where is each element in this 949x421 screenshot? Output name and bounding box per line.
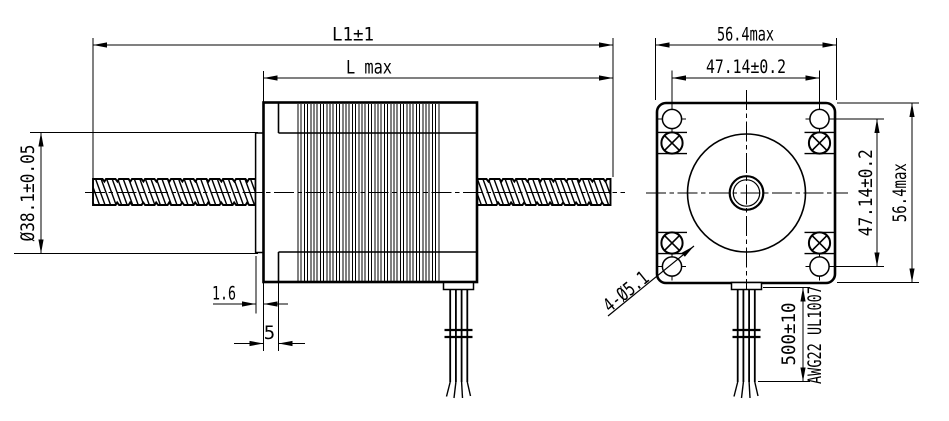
dim-hole-spacing-vertical: 47.14±0.2	[855, 119, 880, 267]
dim-body-length: L max	[262, 57, 613, 103]
dim-overall-length: L1±1	[92, 24, 614, 178]
dim-text: 56.4max	[717, 24, 774, 46]
dim-boss-diameter: Ø38.1±0.05	[14, 131, 258, 255]
dim-text: 1.6	[212, 283, 236, 305]
assembly-screws	[657, 131, 835, 255]
dim-text: 4-Ø5.1	[599, 267, 653, 317]
dim-text: 47.14±0.2	[855, 149, 877, 236]
dim-hole-spacing-horizontal: 47.14±0.2	[672, 56, 820, 81]
dim-text: 47.14±0.2	[706, 56, 786, 78]
dim-text: 500±10	[778, 303, 800, 366]
dim-boss-thickness: 1.6	[212, 256, 288, 351]
lead-wire-spec: AWG22 UL1007	[804, 286, 826, 384]
side-view: L1±1 L max Ø38.1±0.05 1.6 5	[14, 24, 625, 399]
dim-text: L1±1	[332, 24, 374, 46]
wire-outlet	[442, 281, 475, 291]
lead-wires	[444, 289, 473, 399]
mounting-holes	[658, 70, 884, 281]
dim-text: 5	[264, 322, 275, 344]
dim-pilot-length: 5	[234, 322, 305, 347]
front-view: 56.4max 47.14±0.2 47.14±0.2 56.4max 500±…	[599, 24, 919, 399]
dim-width: 56.4max	[654, 24, 838, 100]
dim-height: 56.4max	[837, 102, 919, 284]
dim-text: 56.4max	[889, 163, 911, 222]
dim-text: L max	[346, 57, 392, 79]
dim-text: Ø38.1±0.05	[17, 145, 39, 242]
dim-lead-length: 500±10	[758, 286, 810, 383]
lead-wires-front	[732, 289, 761, 399]
